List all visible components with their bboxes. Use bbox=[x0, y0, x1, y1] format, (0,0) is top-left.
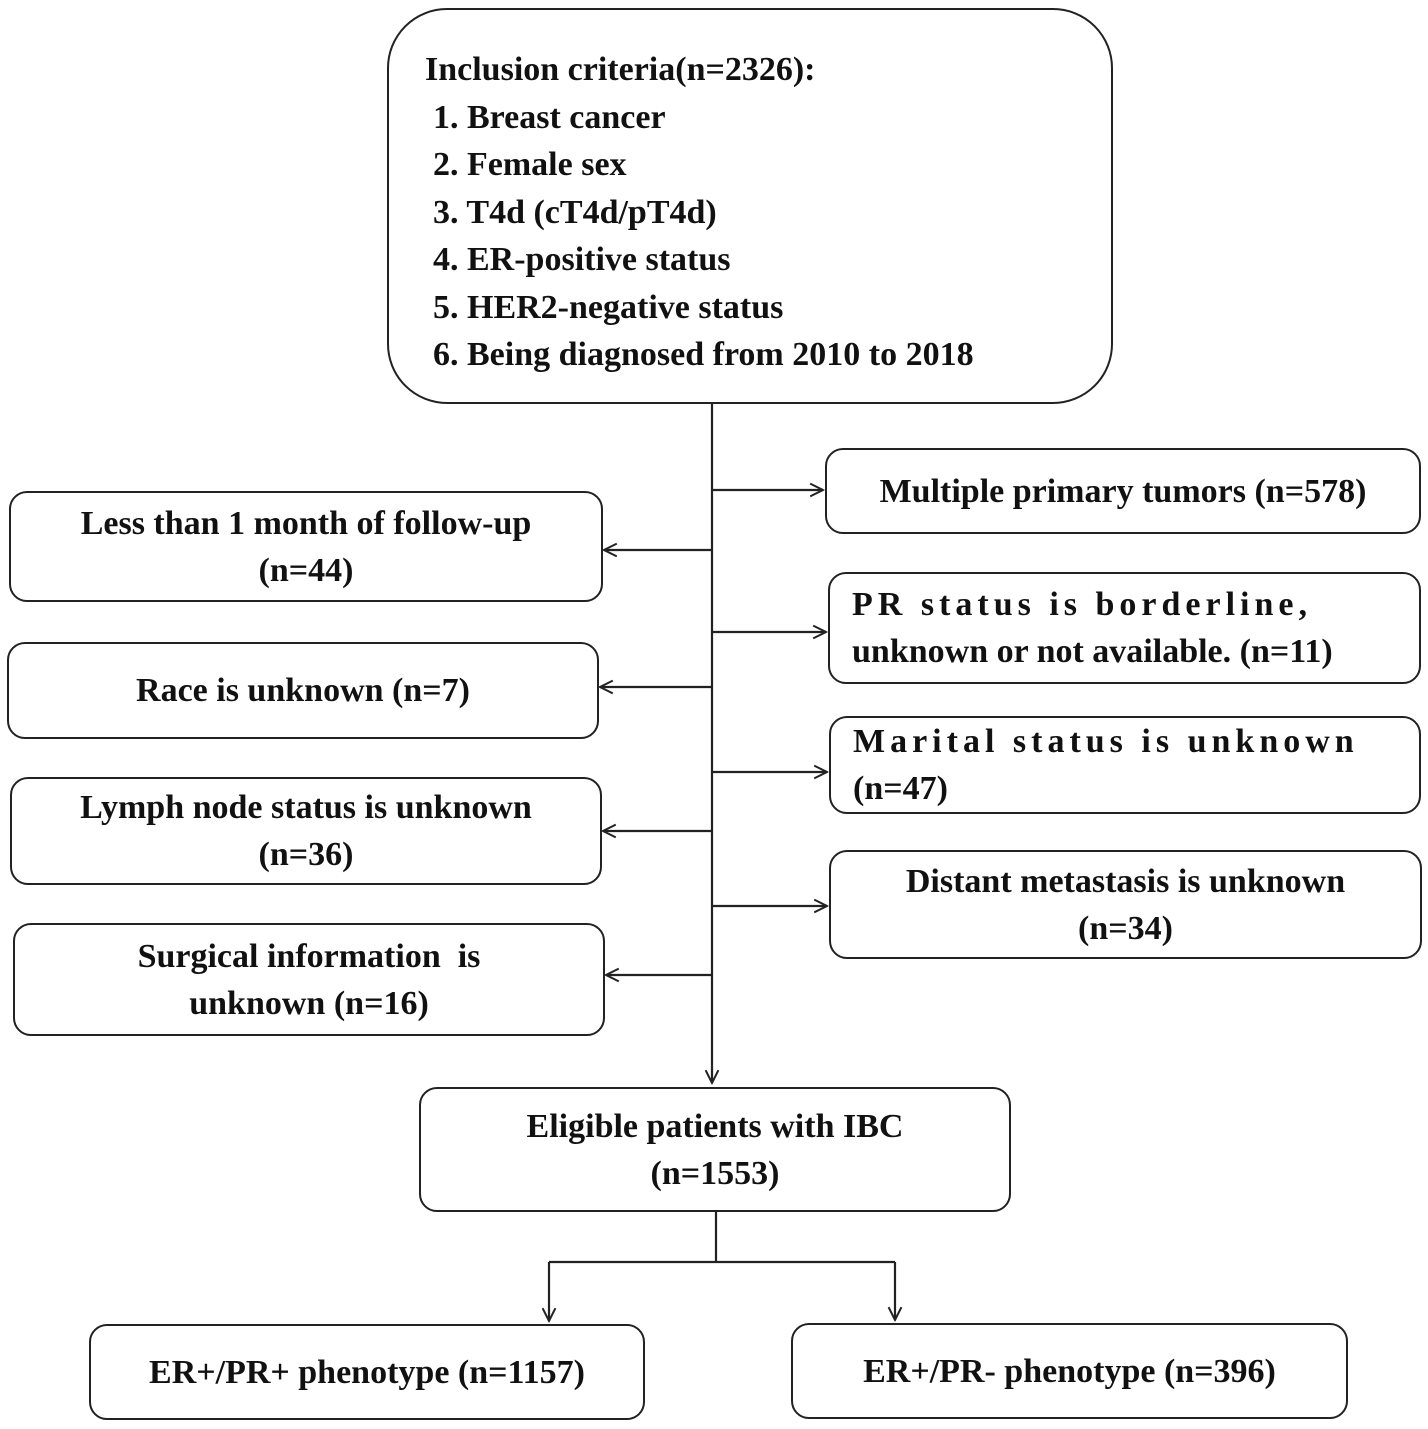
criterion-1: 1. Breast cancer bbox=[433, 98, 666, 136]
exclusion-race-box: Race is unknown (n=7) bbox=[7, 642, 599, 739]
exclusion-count: unknown (n=16) bbox=[189, 984, 429, 1022]
phenotype-er-pos-pr-neg-box: ER+/PR- phenotype (n=396) bbox=[791, 1323, 1348, 1419]
exclusion-label: PR status is borderline, bbox=[852, 586, 1312, 623]
exclusion-marital-status-box: Marital status is unknown (n=47) bbox=[829, 716, 1421, 814]
phenotype-label: ER+/PR- phenotype (n=396) bbox=[863, 1352, 1276, 1390]
exclusion-count: (n=47) bbox=[853, 770, 948, 807]
exclusion-label: Less than 1 month of follow-up bbox=[80, 504, 532, 542]
exclusion-label: Marital status is unknown bbox=[853, 723, 1359, 760]
exclusion-label: Surgical information is bbox=[137, 937, 481, 975]
exclusion-lymph-node-box: Lymph node status is unknown (n=36) bbox=[10, 777, 602, 885]
criterion-5: 5. HER2-negative status bbox=[433, 288, 784, 326]
exclusion-label: Multiple primary tumors (n=578) bbox=[879, 472, 1367, 510]
exclusion-count: (n=36) bbox=[258, 836, 354, 873]
exclusion-label-cont: unknown or not available. (n=11) bbox=[852, 633, 1333, 670]
criterion-3: 3. T4d (cT4d/pT4d) bbox=[433, 193, 717, 231]
eligible-label: Eligible patients with IBC bbox=[526, 1107, 904, 1145]
exclusion-label: Lymph node status is unknown bbox=[80, 789, 532, 826]
exclusion-distant-metastasis-box: Distant metastasis is unknown (n=34) bbox=[829, 850, 1422, 959]
exclusion-count: (n=44) bbox=[258, 551, 354, 589]
exclusion-count: (n=34) bbox=[1078, 909, 1173, 947]
split-connector bbox=[549, 1212, 895, 1264]
exclusion-multiple-primary-box: Multiple primary tumors (n=578) bbox=[825, 448, 1421, 534]
exclusion-label: Distant metastasis is unknown bbox=[905, 862, 1346, 900]
eligible-patients-box: Eligible patients with IBC (n=1553) bbox=[419, 1087, 1011, 1212]
phenotype-er-pos-pr-pos-box: ER+/PR+ phenotype (n=1157) bbox=[89, 1324, 645, 1420]
exclusion-surgical-box: Surgical information is unknown (n=16) bbox=[13, 923, 605, 1036]
criterion-2: 2. Female sex bbox=[433, 146, 627, 183]
exclusion-pr-status-box: PR status is borderline, unknown or not … bbox=[828, 572, 1421, 684]
exclusion-label: Race is unknown (n=7) bbox=[136, 672, 470, 709]
inclusion-criteria-box: Inclusion criteria(n=2326): 1. Breast ca… bbox=[387, 8, 1113, 404]
inclusion-title: Inclusion criteria(n=2326): bbox=[425, 51, 816, 88]
eligible-count: (n=1553) bbox=[650, 1154, 780, 1192]
criterion-6: 6. Being diagnosed from 2010 to 2018 bbox=[433, 336, 974, 373]
criterion-4: 4. ER-positive status bbox=[433, 241, 731, 278]
phenotype-label: ER+/PR+ phenotype (n=1157) bbox=[149, 1353, 585, 1391]
exclusion-follow-up-box: Less than 1 month of follow-up (n=44) bbox=[9, 491, 603, 602]
